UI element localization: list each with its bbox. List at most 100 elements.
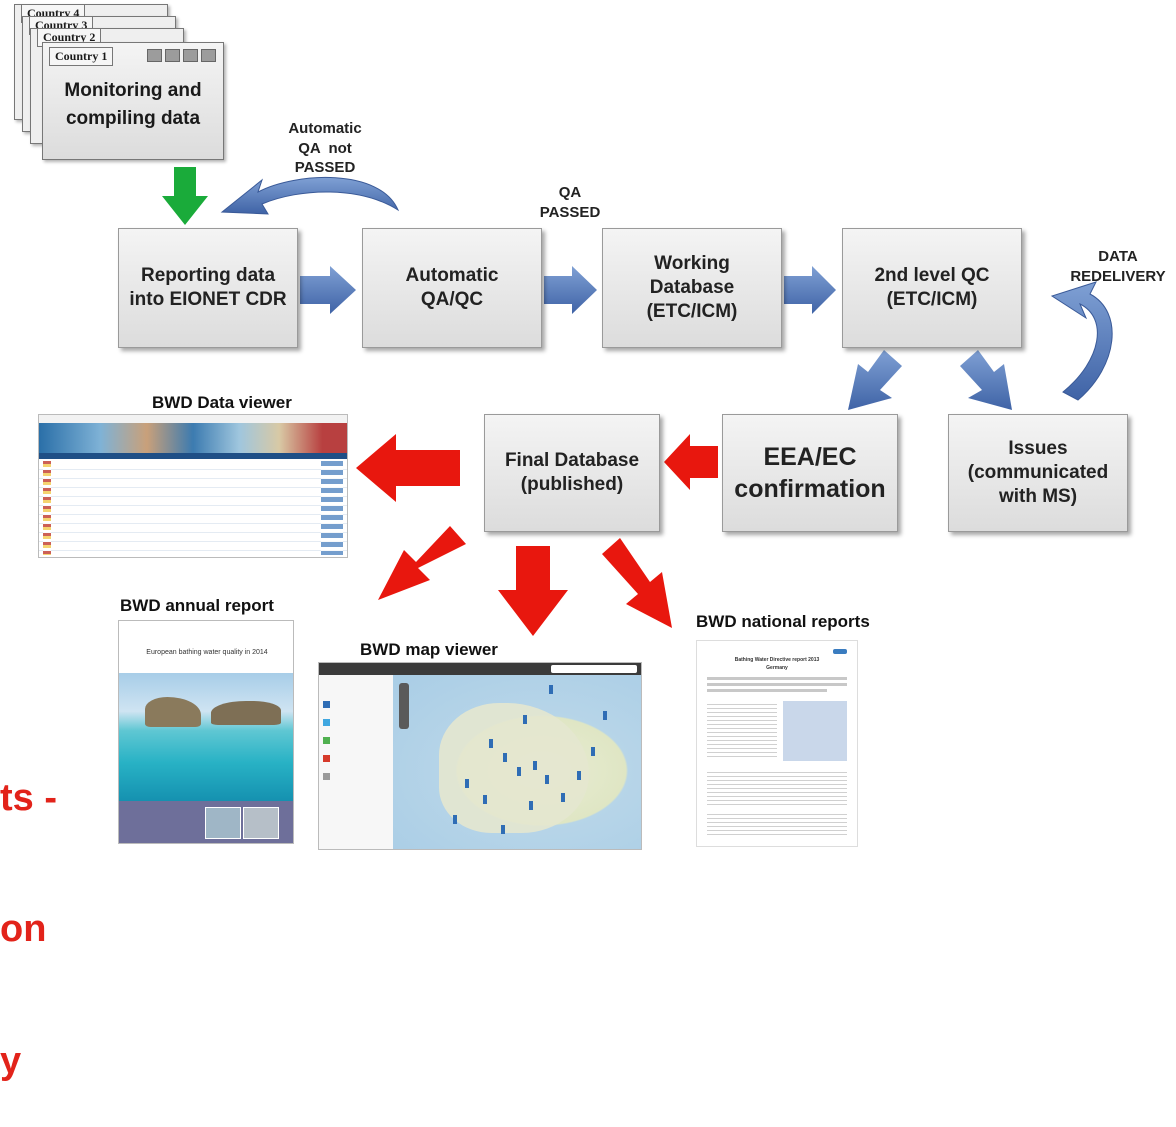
caption-map-viewer: BWD map viewer — [360, 640, 498, 659]
legend-swatch — [323, 737, 330, 744]
arrow-reporting-to-auto — [300, 266, 356, 314]
viewer-header-row — [39, 453, 347, 459]
red-text-line: y — [0, 1039, 22, 1082]
box-line: (ETC/ICM) — [886, 289, 978, 310]
viewer-topbar — [39, 415, 347, 423]
arrow-final-to-annual — [378, 526, 466, 600]
box-line: (communicated — [967, 461, 1109, 483]
qa-passed-label: QA PASSED — [530, 183, 610, 222]
window-button-icon — [183, 49, 198, 62]
legend-swatch — [323, 701, 330, 708]
box-line: Database — [649, 276, 735, 298]
text-block — [707, 811, 847, 835]
box-line: Issues — [1008, 437, 1068, 459]
legend-swatch — [323, 755, 330, 762]
title-line: Bathing Water Directive report 2013 — [734, 657, 820, 663]
qa-not-passed-curved-arrow — [220, 176, 400, 215]
monitoring-line-2: compiling data — [65, 107, 201, 129]
country-card-1: Country 1 Monitoring and compiling data — [42, 42, 224, 160]
eea-ec-confirmation-box: EEA/EC confirmation — [722, 414, 898, 532]
red-text-line: on — [0, 908, 47, 951]
arrow-eea-to-final — [664, 434, 718, 490]
text-line — [707, 677, 847, 680]
annual-report-inset-photo — [243, 807, 279, 839]
text-line — [707, 689, 827, 692]
map-markers — [453, 685, 607, 834]
box-line: with MS) — [998, 486, 1078, 508]
qa-not-passed-label: Automatic QA not PASSED — [270, 119, 380, 178]
arrow-qc-to-issues — [960, 350, 1012, 410]
box-line: Reporting data — [140, 264, 276, 286]
national-report-logo — [833, 649, 847, 654]
label-line: QA — [558, 184, 582, 201]
legend-swatch — [323, 719, 330, 726]
arrow-auto-to-working — [544, 266, 597, 314]
text-block — [707, 701, 777, 757]
viewer-flag-column — [43, 461, 51, 555]
annual-report-thumbnail: European bathing water quality in 2014 — [118, 620, 294, 844]
map-zoom-control — [399, 683, 409, 729]
data-redelivery-label: DATA REDELIVERY — [1060, 247, 1176, 286]
map-legend-panel — [319, 675, 393, 849]
title-line: Germany — [766, 664, 788, 671]
arrow-final-to-viewer — [356, 434, 460, 502]
red-text-line: ts - — [0, 777, 57, 820]
annual-report-title: European bathing water quality in 2014 — [146, 649, 268, 656]
data-viewer-thumbnail — [38, 414, 348, 558]
final-database-box: Final Database (published) — [484, 414, 660, 532]
caption-national-reports: BWD national reports — [696, 612, 870, 631]
annual-report-rock — [145, 697, 201, 727]
viewer-action-column — [321, 461, 343, 555]
label-line: PASSED — [294, 159, 356, 176]
label-line: PASSED — [539, 203, 601, 221]
box-line: 2nd level QC — [874, 264, 990, 286]
box-line: Automatic — [405, 264, 499, 286]
annual-report-rock — [211, 701, 281, 725]
label-line: REDELIVERY — [1070, 267, 1166, 285]
label-line: Automatic — [288, 120, 362, 137]
box-line: confirmation — [734, 475, 886, 503]
national-report-title: Bathing Water Directive report 2013 Germ… — [707, 657, 847, 672]
arrows-layer — [162, 167, 1113, 636]
box-line: Final Database — [504, 449, 640, 471]
label-line: QA not — [298, 139, 352, 157]
annual-report-sea-photo — [119, 673, 293, 801]
caption-annual-report: BWD annual report — [120, 596, 274, 615]
label-line: DATA — [1098, 248, 1138, 265]
map-viewer-thumbnail — [318, 662, 642, 850]
box-line: (ETC/ICM) — [646, 301, 738, 323]
map-search-input — [551, 665, 637, 673]
window-button-icon — [201, 49, 216, 62]
monitoring-text: Monitoring and compiling data — [43, 77, 223, 132]
national-report-table — [783, 701, 847, 761]
second-level-qc-box: 2nd level QC (ETC/ICM) — [842, 228, 1022, 348]
box-line: EEA/EC — [763, 443, 857, 471]
text-block — [707, 769, 847, 805]
data-redelivery-curved-arrow — [1050, 281, 1113, 401]
box-line: Working — [654, 252, 730, 274]
text-line — [707, 683, 847, 686]
box-line: into EIONET CDR — [129, 289, 287, 310]
arrow-working-to-qc — [784, 266, 836, 314]
box-line: QA/QC — [420, 289, 484, 310]
annual-report-inset-photo — [205, 807, 241, 839]
viewer-table-rows — [39, 461, 347, 557]
country-tab-1: Country 1 — [49, 47, 114, 66]
green-down-arrow — [162, 167, 208, 225]
window-button-icon — [147, 49, 162, 62]
monitoring-line-1: Monitoring and — [64, 80, 202, 101]
national-report-thumbnail: Bathing Water Directive report 2013 Germ… — [696, 640, 858, 847]
reporting-data-box: Reporting data into EIONET CDR — [118, 228, 298, 348]
box-line: (published) — [520, 474, 624, 495]
viewer-photo-banner — [39, 423, 347, 453]
caption-data-viewer: BWD Data viewer — [152, 393, 292, 412]
map-land — [439, 703, 589, 833]
issues-box: Issues(communicated with MS) — [948, 414, 1128, 532]
window-button-icon — [165, 49, 180, 62]
arrow-final-to-map — [498, 546, 568, 636]
arrow-qc-to-eea — [848, 350, 902, 410]
arrow-final-to-national — [602, 538, 672, 628]
cut-off-red-text: ts - on y — [0, 690, 57, 1127]
